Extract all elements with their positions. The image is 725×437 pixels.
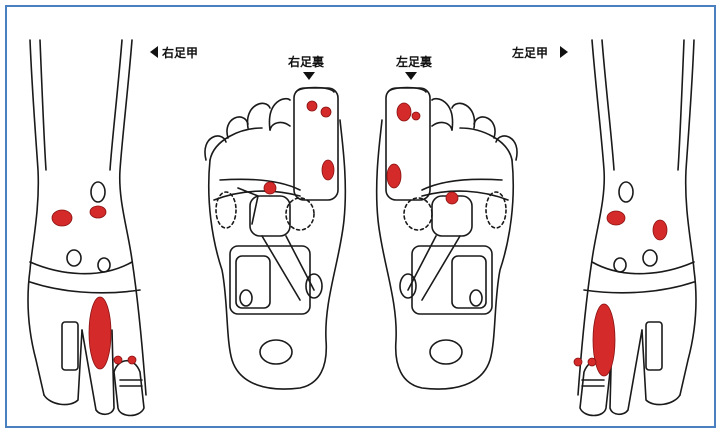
label-left-top-text: 左足甲: [511, 45, 548, 60]
left-sole-points: [387, 103, 458, 204]
right-sole-points: [264, 101, 334, 194]
label-left-top: 左足甲: [511, 45, 568, 60]
label-right-sole: 右足裏: [287, 54, 325, 80]
label-left-sole-text: 左足裏: [395, 54, 433, 69]
left-sole: [377, 88, 517, 390]
label-left-sole: 左足裏: [395, 54, 433, 80]
right-foot-top-points: [52, 206, 136, 369]
label-right-top: 右足甲: [150, 45, 198, 60]
label-right-sole-text: 右足裏: [287, 54, 325, 69]
right-sole: [205, 88, 345, 390]
label-right-top-text: 右足甲: [161, 45, 198, 60]
